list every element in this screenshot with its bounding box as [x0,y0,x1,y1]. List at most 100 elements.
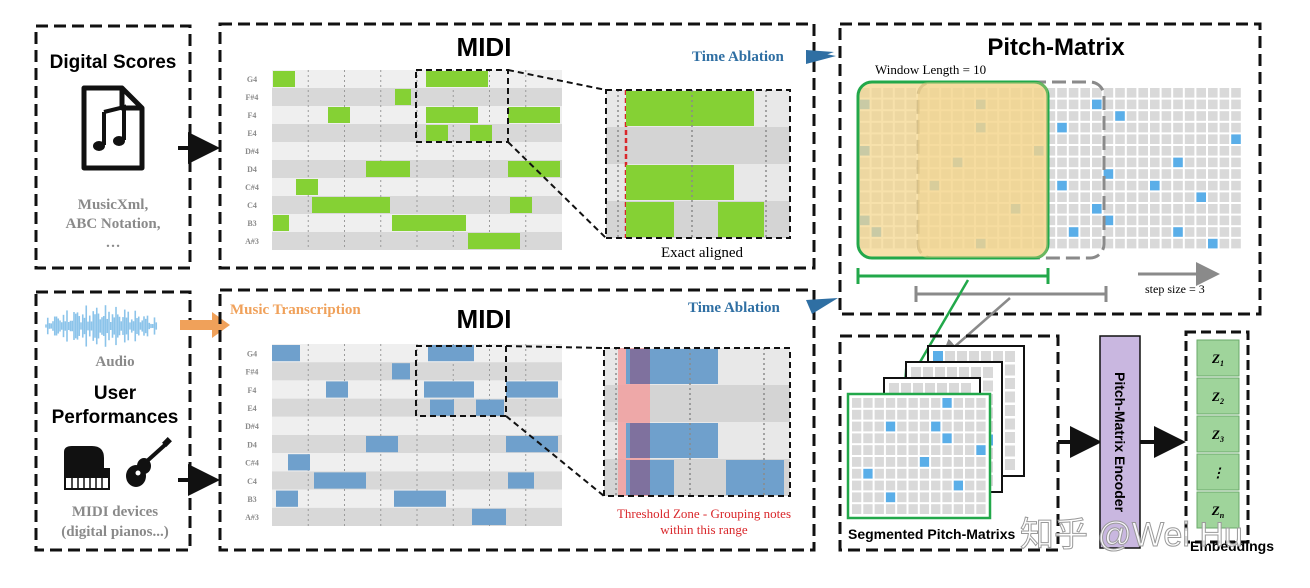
stacked-cell [901,383,911,394]
matrix-cell [1219,215,1230,226]
front-cell [885,421,896,432]
matrix-cell [1115,238,1125,249]
time-ablation-label-bottom: Time Ablation [688,300,780,316]
matrix-cell [1208,88,1218,98]
front-cell [852,468,862,479]
midi-note [508,472,534,489]
matrix-cell [1150,146,1160,156]
matrix-cell [1080,111,1090,121]
matrix-cell [1196,192,1206,202]
zoom-note [718,202,764,237]
matrix-cell [1161,88,1172,98]
front-cell [874,492,884,503]
front-cell [852,445,862,455]
front-cell [852,398,862,408]
front-cell [931,445,941,455]
matrix-cell [1196,111,1206,121]
matrix-cell [1115,204,1125,214]
format-musicxml: MusicXml, [78,197,149,213]
matrix-cell [1126,227,1137,237]
matrix-cell [1080,238,1090,249]
embedding-subscript: n [1220,511,1225,520]
midi-note [276,490,298,507]
front-cell [942,468,952,479]
front-cell [919,468,930,479]
midi-note [426,125,448,141]
front-cell [897,398,907,408]
matrix-cell [1057,169,1067,179]
front-cell [885,433,896,444]
watermark: 知乎 @Wei Hu [1020,516,1243,554]
matrix-cell [1092,204,1102,214]
pitch-label: D4 [247,440,257,449]
front-cell [942,421,952,432]
matrix-cell [1150,192,1160,202]
matrix-cell [1161,134,1172,144]
window-span-green [856,268,1050,284]
front-cell [874,421,884,432]
front-cell [919,492,930,503]
matrix-cell [1138,134,1148,144]
front-cell [885,504,896,514]
front-cell [953,504,963,514]
matrix-cell [1184,169,1195,179]
front-cell [897,468,907,479]
matrix-cell [1138,169,1148,179]
matrix-cell [1103,134,1114,144]
matrix-cell [1045,122,1056,133]
matrix-cell [1103,215,1114,226]
piano-icon [64,446,110,490]
matrix-cell [1068,99,1079,110]
matrix-cell [1138,227,1148,237]
guitar-icon [126,437,172,487]
matrix-cell [1173,238,1183,249]
front-cell [976,468,986,479]
front-cell [919,398,930,408]
front-cell [953,421,963,432]
audio-label: Audio [95,354,134,370]
matrix-cell [1219,180,1230,191]
front-cell [931,468,941,479]
embedding-subscript: 1 [1220,359,1224,368]
matrix-cell [1115,111,1125,121]
exact-aligned-label: Exact aligned [661,245,744,261]
matrix-cell [1138,111,1148,121]
matrix-cell [1080,157,1090,168]
threshold-overlap [630,460,650,495]
zoom-row [606,127,790,164]
stacked-cell [1005,351,1015,362]
front-cell [942,504,952,514]
pitch-label: C#4 [245,183,259,192]
matrix-cell [1126,146,1137,156]
matrix-cell [1126,88,1137,98]
front-cell [931,409,941,420]
midi-note [366,436,398,453]
matrix-cell [1045,169,1056,179]
matrix-cell [1080,169,1090,179]
front-cell [965,468,975,479]
matrix-cell [1045,99,1056,110]
matrix-cell [1126,99,1137,110]
matrix-cell [1184,157,1195,168]
matrix-cell [1173,180,1183,191]
midi-note [428,345,474,362]
front-cell [852,480,862,491]
matrix-cell [1115,192,1125,202]
matrix-cell [1161,99,1172,110]
matrix-cell [1103,111,1114,121]
segmented-matrices [846,345,1025,520]
matrix-cell [1115,88,1125,98]
embedding-symbol: ⋮ [1212,465,1225,480]
front-cell [863,492,873,503]
matrix-cell [1161,215,1172,226]
matrix-cell [1196,215,1206,226]
front-cell [976,480,986,491]
front-cell [885,398,896,408]
matrix-cell [1138,122,1148,133]
front-cell [942,457,952,467]
matrix-cell [1057,146,1067,156]
front-cell [885,492,896,503]
pitch-label: C#4 [245,459,259,468]
matrix-cell [1231,111,1241,121]
